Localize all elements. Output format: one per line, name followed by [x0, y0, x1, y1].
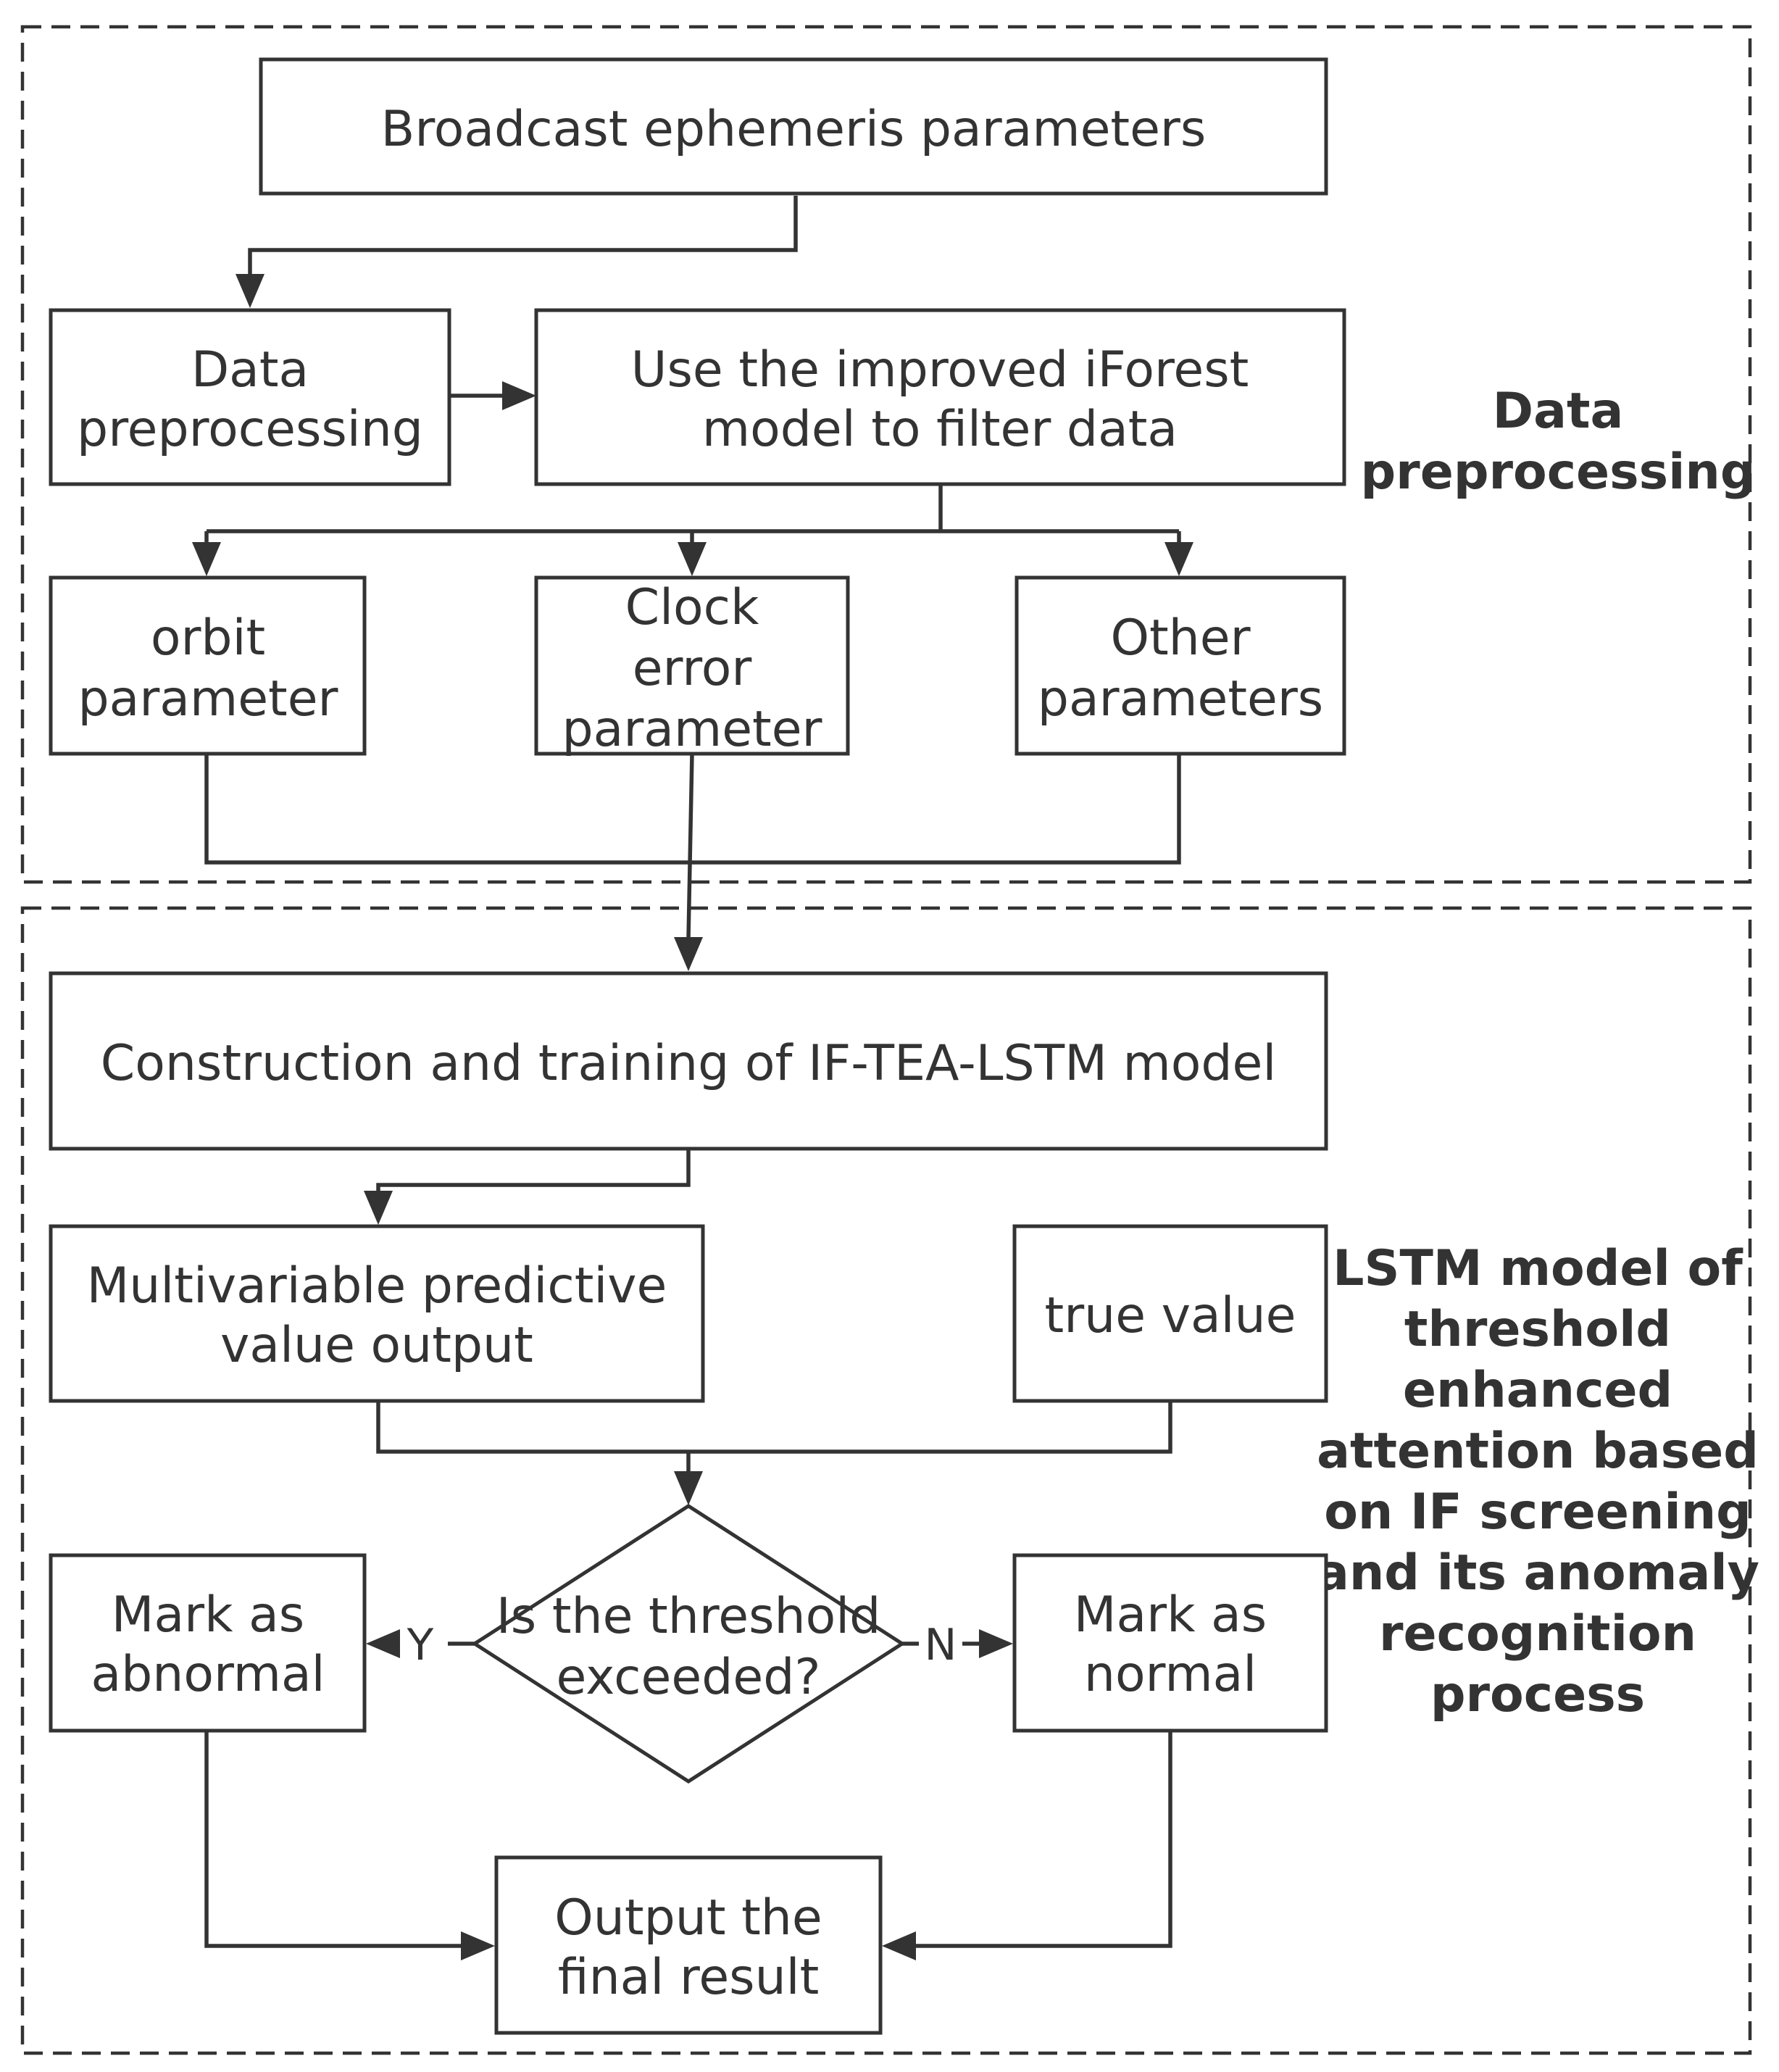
- text-line: Data: [191, 341, 309, 399]
- text-line: preprocessing: [77, 401, 423, 458]
- node-label: Construction and training of IF-TEA-LSTM…: [101, 1035, 1276, 1092]
- arrowhead: [192, 542, 221, 576]
- arrowhead: [674, 1471, 703, 1505]
- arrowhead: [236, 274, 264, 308]
- text-line: Is the threshold: [496, 1588, 881, 1645]
- edge-normal-to-final: [915, 1731, 1172, 1948]
- node-broadcast-ephemeris: Broadcast ephemeris parameters: [259, 57, 1328, 196]
- edge-clock-to-construction: [686, 753, 694, 939]
- edge-orbit-merge: [204, 754, 1181, 865]
- text-line: normal: [1084, 1646, 1257, 1703]
- edge-label-yes: Y: [407, 1620, 434, 1671]
- text-line: Use the improved iForest: [631, 341, 1249, 399]
- text-line: Clock: [625, 579, 759, 636]
- text-line: value output: [220, 1317, 533, 1374]
- text-line: parameter: [562, 701, 822, 758]
- text-line: and its anomaly: [1316, 1544, 1759, 1602]
- text-line: process: [1430, 1666, 1645, 1723]
- text-line: LSTM model of: [1333, 1240, 1743, 1297]
- arrowhead: [674, 937, 703, 971]
- edge-label-no: N: [925, 1620, 957, 1671]
- text-line: exceeded?: [556, 1649, 820, 1706]
- edge-values-merge: [376, 1401, 1172, 1454]
- text-line: Mark as: [1074, 1586, 1267, 1644]
- arrowhead: [979, 1629, 1013, 1658]
- text-line: orbit: [151, 609, 265, 667]
- arrowhead: [882, 1931, 916, 1960]
- text-line: error: [633, 640, 752, 697]
- text-line: Multivariable predictive: [87, 1257, 667, 1315]
- text-line: parameter: [78, 670, 338, 728]
- text-line: Mark as: [112, 1586, 304, 1644]
- text-line: Output the: [554, 1889, 822, 1947]
- section-frame-model: [20, 906, 1752, 2055]
- text-line: recognition: [1379, 1605, 1696, 1663]
- edge-abnormal-to-final: [204, 1731, 462, 1948]
- text-line: abnormal: [91, 1646, 325, 1703]
- text-line: attention based: [1317, 1423, 1759, 1480]
- node-true-value: true value: [1012, 1224, 1328, 1403]
- arrowhead: [1165, 542, 1193, 576]
- text-line: true value: [1045, 1287, 1296, 1344]
- text-line: preprocessing: [1360, 444, 1755, 501]
- node-label: Broadcast ephemeris parameters: [381, 101, 1207, 158]
- text-line: enhanced: [1403, 1362, 1672, 1419]
- text-line: on IF screening: [1324, 1484, 1751, 1541]
- text-line: final result: [558, 1949, 820, 2006]
- text-line: Broadcast ephemeris parameters: [381, 101, 1207, 158]
- edge-construction-to-multivar: [376, 1149, 691, 1191]
- section-frame-preprocessing: [20, 25, 1752, 884]
- arrowhead: [366, 1629, 400, 1658]
- arrowhead: [502, 381, 536, 410]
- node-label: true value: [1045, 1287, 1296, 1344]
- text-line: threshold: [1404, 1301, 1671, 1358]
- text-line: Data: [1493, 383, 1624, 440]
- connectors: [192, 196, 1193, 1960]
- arrowhead: [461, 1931, 495, 1960]
- text-line: Construction and training of IF-TEA-LSTM…: [101, 1035, 1276, 1092]
- node-construction-training: Construction and training of IF-TEA-LSTM…: [49, 971, 1328, 1151]
- text-line: model to filter data: [702, 401, 1178, 458]
- text-line: parameters: [1038, 670, 1323, 728]
- edge-broadcast-to-preprocessing: [248, 196, 798, 274]
- arrowhead: [678, 542, 707, 576]
- arrowhead: [364, 1191, 393, 1225]
- text-line: Other: [1110, 609, 1250, 667]
